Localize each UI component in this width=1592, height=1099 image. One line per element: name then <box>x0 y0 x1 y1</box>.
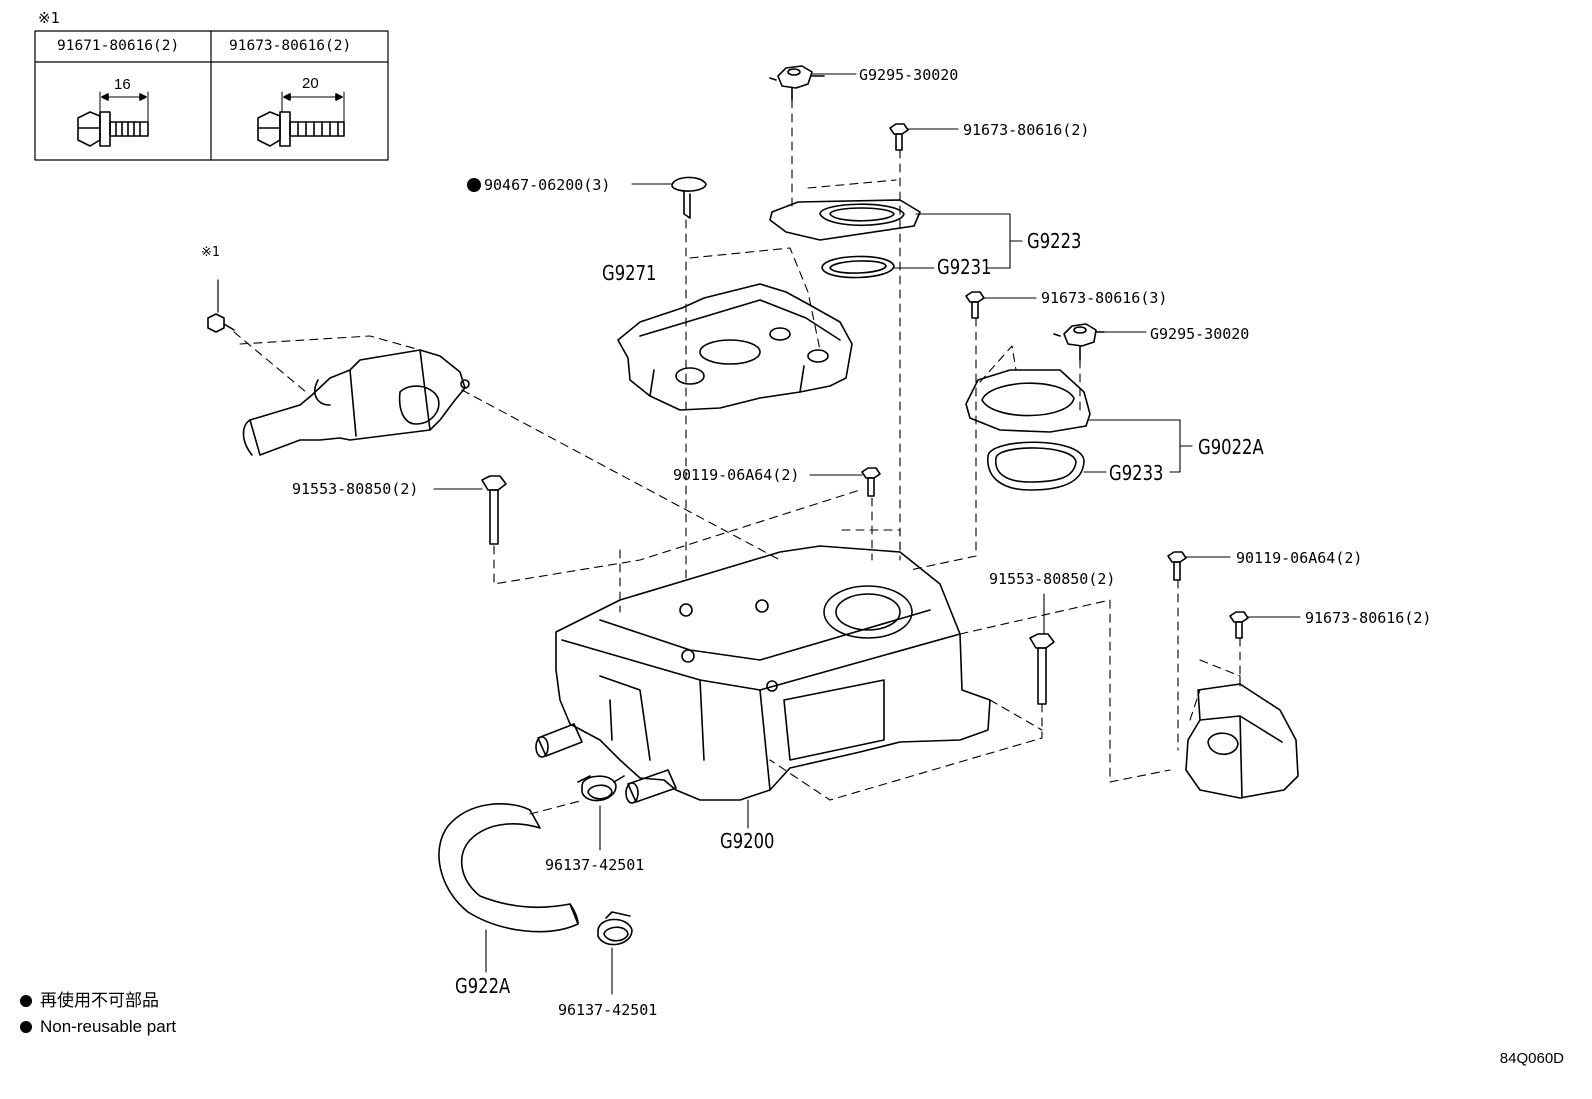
label-bolt-90119-right: 90119-06A64(2) <box>1236 549 1363 567</box>
diagram-code: 84Q060D <box>1499 1050 1564 1067</box>
spec-col1-dim: 16 <box>114 76 131 93</box>
bolt-91553-left <box>481 475 507 545</box>
non-reusable-dot-icon <box>20 995 32 1007</box>
spec-col1-part: 91671-80616(2) <box>57 38 180 54</box>
note-mark-table: ※1 <box>38 9 60 27</box>
label-bolt-91673-mid: 91673-80616(3) <box>1041 289 1168 307</box>
hose-g922a <box>438 803 579 933</box>
bolt-90119-right <box>1167 551 1187 581</box>
bolt-91673-mid <box>965 291 985 319</box>
label-g9231: G9231 <box>937 255 992 279</box>
gasket-g9231 <box>821 255 895 279</box>
label-g9271: G9271 <box>602 261 657 285</box>
leader-lines <box>433 73 1301 995</box>
label-g9223: G9223 <box>1027 229 1082 253</box>
housing-g9200 <box>535 545 991 804</box>
cover-g9223 <box>769 199 921 241</box>
cover-g9022a <box>965 369 1091 433</box>
bolt-spec-table <box>34 30 389 161</box>
label-clip-90467: 90467-06200(3) <box>484 176 611 194</box>
legend-text-ja: 再使用不可部品 <box>40 991 159 1010</box>
right-bracket <box>1185 683 1299 799</box>
note-mark-left: ※1 <box>201 245 220 260</box>
hose-clamp-top <box>577 775 625 802</box>
legend: 再使用不可部品 Non-reusable part <box>20 990 176 1038</box>
label-g9022a: G9022A <box>1198 435 1264 459</box>
bolt-91553-right <box>1029 633 1055 705</box>
spec-col2-dim: 20 <box>302 75 319 92</box>
legend-text-en: Non-reusable part <box>40 1017 177 1036</box>
label-g922a: G922A <box>455 974 511 998</box>
flange-bolt-20-icon <box>257 91 345 147</box>
non-reusable-marker-icon <box>467 178 481 192</box>
legend-row-en: Non-reusable part <box>20 1016 176 1038</box>
label-bolt-91553-left: 91553-80850(2) <box>292 480 419 498</box>
bolt-91673-right <box>1229 611 1249 639</box>
label-g9233: G9233 <box>1109 461 1164 485</box>
cap-g9295-mid <box>1053 323 1105 361</box>
non-reusable-dot-icon <box>20 1021 32 1033</box>
label-bolt-91673-right: 91673-80616(2) <box>1305 609 1432 627</box>
assembly-lines <box>233 99 1241 815</box>
label-bolt-90119-mid: 90119-06A64(2) <box>673 466 800 484</box>
clip-90467 <box>671 176 707 219</box>
legend-row-ja: 再使用不可部品 <box>20 990 176 1012</box>
cover-g9271 <box>617 283 853 411</box>
bolt-91673-top <box>889 123 909 151</box>
label-g9200: G9200 <box>720 829 775 853</box>
label-clamp-bottom: 96137-42501 <box>558 1001 658 1019</box>
label-bolt-91553-right: 91553-80850(2) <box>989 570 1116 588</box>
hose-clamp-bottom <box>597 911 633 946</box>
label-g9295-top: G9295-30020 <box>859 66 959 84</box>
spec-col2-part: 91673-80616(2) <box>229 38 352 54</box>
left-sensor-assembly <box>207 279 470 456</box>
label-bolt-91673-top: 91673-80616(2) <box>963 121 1090 139</box>
label-clamp-top: 96137-42501 <box>545 856 645 874</box>
gasket-g9233 <box>987 441 1085 491</box>
bolt-90119-mid <box>861 467 881 497</box>
cap-g9295-top <box>769 65 825 101</box>
label-g9295-mid: G9295-30020 <box>1150 325 1250 343</box>
flange-bolt-16-icon <box>77 91 149 147</box>
